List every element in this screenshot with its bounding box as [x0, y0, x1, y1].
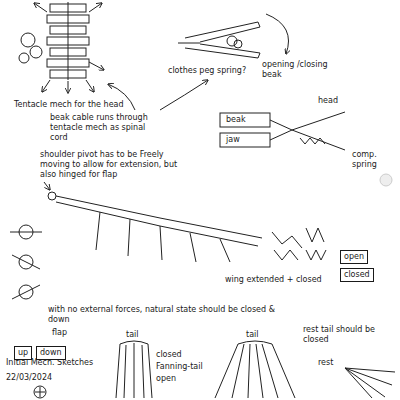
state-text: up [18, 348, 28, 357]
part-name: head [318, 96, 338, 106]
part-name: flap [52, 328, 67, 338]
state-box: open [340, 250, 368, 264]
part-name: tail [246, 330, 258, 340]
state-text: open [344, 252, 364, 261]
note: Tentacle mech for the head [14, 100, 124, 110]
part-name: jaw [226, 135, 240, 145]
state-box: closed [340, 268, 374, 282]
state-label: rest [318, 358, 333, 368]
note: shoulder pivot has to be Freely moving t… [40, 150, 190, 180]
state-text: down [40, 348, 62, 357]
state-box: up [14, 346, 32, 360]
state-box: down [36, 346, 66, 360]
part-name: Fanning-tail [156, 362, 203, 372]
part-name: tail [126, 330, 138, 340]
note: with no external forces, natural state s… [48, 305, 298, 325]
state-label: open [156, 374, 176, 384]
note: opening /closing beak [262, 60, 330, 80]
note: beak cable runs through tentacle mech as… [50, 113, 156, 143]
state-text: closed [344, 270, 370, 279]
state-label: closed [156, 350, 182, 360]
note: wing extended + closed [225, 275, 322, 285]
note: rest tail should be closed [303, 325, 393, 345]
part-name: comp. spring [352, 150, 392, 170]
date: 22/03/2024 [6, 373, 52, 383]
note: clothes peg spring? [168, 66, 246, 76]
part-name: beak [226, 115, 246, 125]
